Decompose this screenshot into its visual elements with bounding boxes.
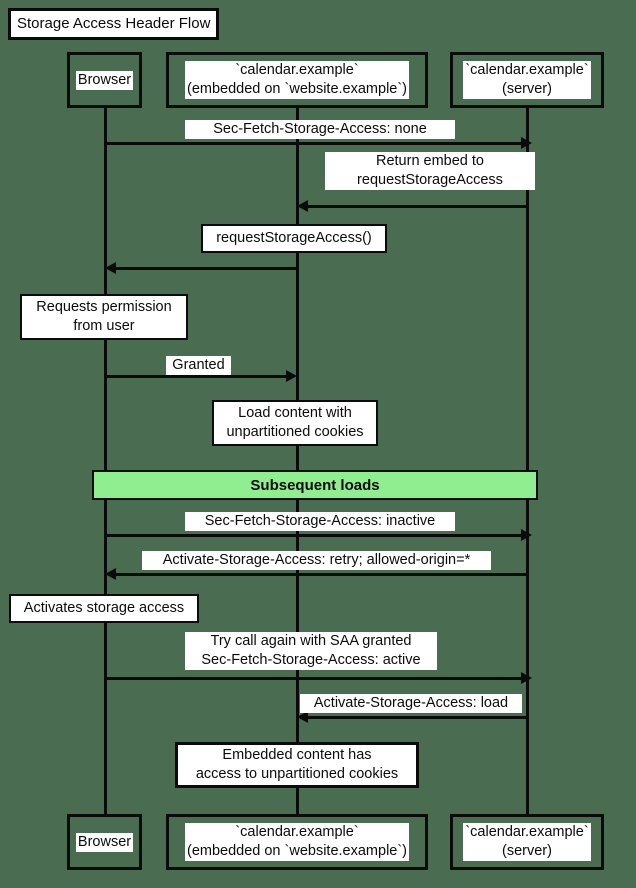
- message-line-m5: [105, 534, 524, 537]
- message-label-m4: Granted: [166, 356, 231, 375]
- message-label-m8: Activate-Storage-Access: load: [300, 694, 522, 713]
- message-line-m8: [308, 716, 528, 719]
- message-label-m3: requestStorageAccess(): [201, 224, 387, 253]
- message-label-m6: Activate-Storage-Access: retry; allowed-…: [142, 551, 491, 570]
- participant-label: `calendar.example` (embedded on `website…: [184, 823, 410, 861]
- participant-label: Browser: [75, 70, 134, 90]
- lifeline-browser: [104, 108, 107, 818]
- participant-label: `calendar.example` (embedded on `website…: [184, 61, 410, 99]
- message-line-m4: [105, 375, 288, 378]
- note-load-content: Load content with unpartitioned cookies: [212, 400, 378, 446]
- participant-browser-bottom[interactable]: Browser: [67, 814, 142, 870]
- participant-server-bottom[interactable]: `calendar.example` (server): [450, 814, 604, 870]
- message-label-m2: Return embed to requestStorageAccess: [325, 152, 535, 190]
- participant-browser-top[interactable]: Browser: [67, 52, 142, 108]
- arrowhead-left-m6: [105, 568, 116, 580]
- message-label-m5: Sec-Fetch-Storage-Access: inactive: [185, 512, 455, 531]
- message-line-m1: [105, 142, 524, 145]
- message-line-m7: [105, 677, 524, 680]
- arrowhead-right-m7: [521, 672, 532, 684]
- arrowhead-right-m4: [286, 370, 297, 382]
- participant-label: Browser: [75, 832, 134, 852]
- lifeline-embedded: [296, 108, 299, 818]
- divider-subsequent-loads: Subsequent loads: [92, 470, 538, 500]
- lifeline-server: [526, 108, 529, 818]
- message-label-m1: Sec-Fetch-Storage-Access: none: [185, 120, 455, 139]
- message-line-m3: [116, 267, 298, 270]
- participant-server-top[interactable]: `calendar.example` (server): [450, 52, 604, 108]
- arrowhead-right-m5: [521, 529, 532, 541]
- participant-embedded-bottom[interactable]: `calendar.example` (embedded on `website…: [166, 814, 428, 870]
- note-embedded-content-access: Embedded content has access to unpartiti…: [175, 742, 419, 788]
- participant-embedded-top[interactable]: `calendar.example` (embedded on `website…: [166, 52, 428, 108]
- arrowhead-left-m3: [105, 262, 116, 274]
- note-activates-storage-access: Activates storage access: [9, 594, 199, 623]
- arrowhead-left-m2: [297, 200, 308, 212]
- participant-label: `calendar.example` (server): [463, 823, 591, 861]
- note-requests-permission: Requests permission from user: [20, 294, 188, 340]
- message-line-m2: [308, 205, 528, 208]
- message-label-m7: Try call again with SAA granted Sec-Fetc…: [185, 632, 437, 670]
- participant-label: `calendar.example` (server): [463, 61, 591, 99]
- arrowhead-right-m1: [521, 137, 532, 149]
- diagram-title: Storage Access Header Flow: [8, 8, 220, 40]
- message-line-m6: [116, 573, 528, 576]
- arrowhead-left-m8: [297, 711, 308, 723]
